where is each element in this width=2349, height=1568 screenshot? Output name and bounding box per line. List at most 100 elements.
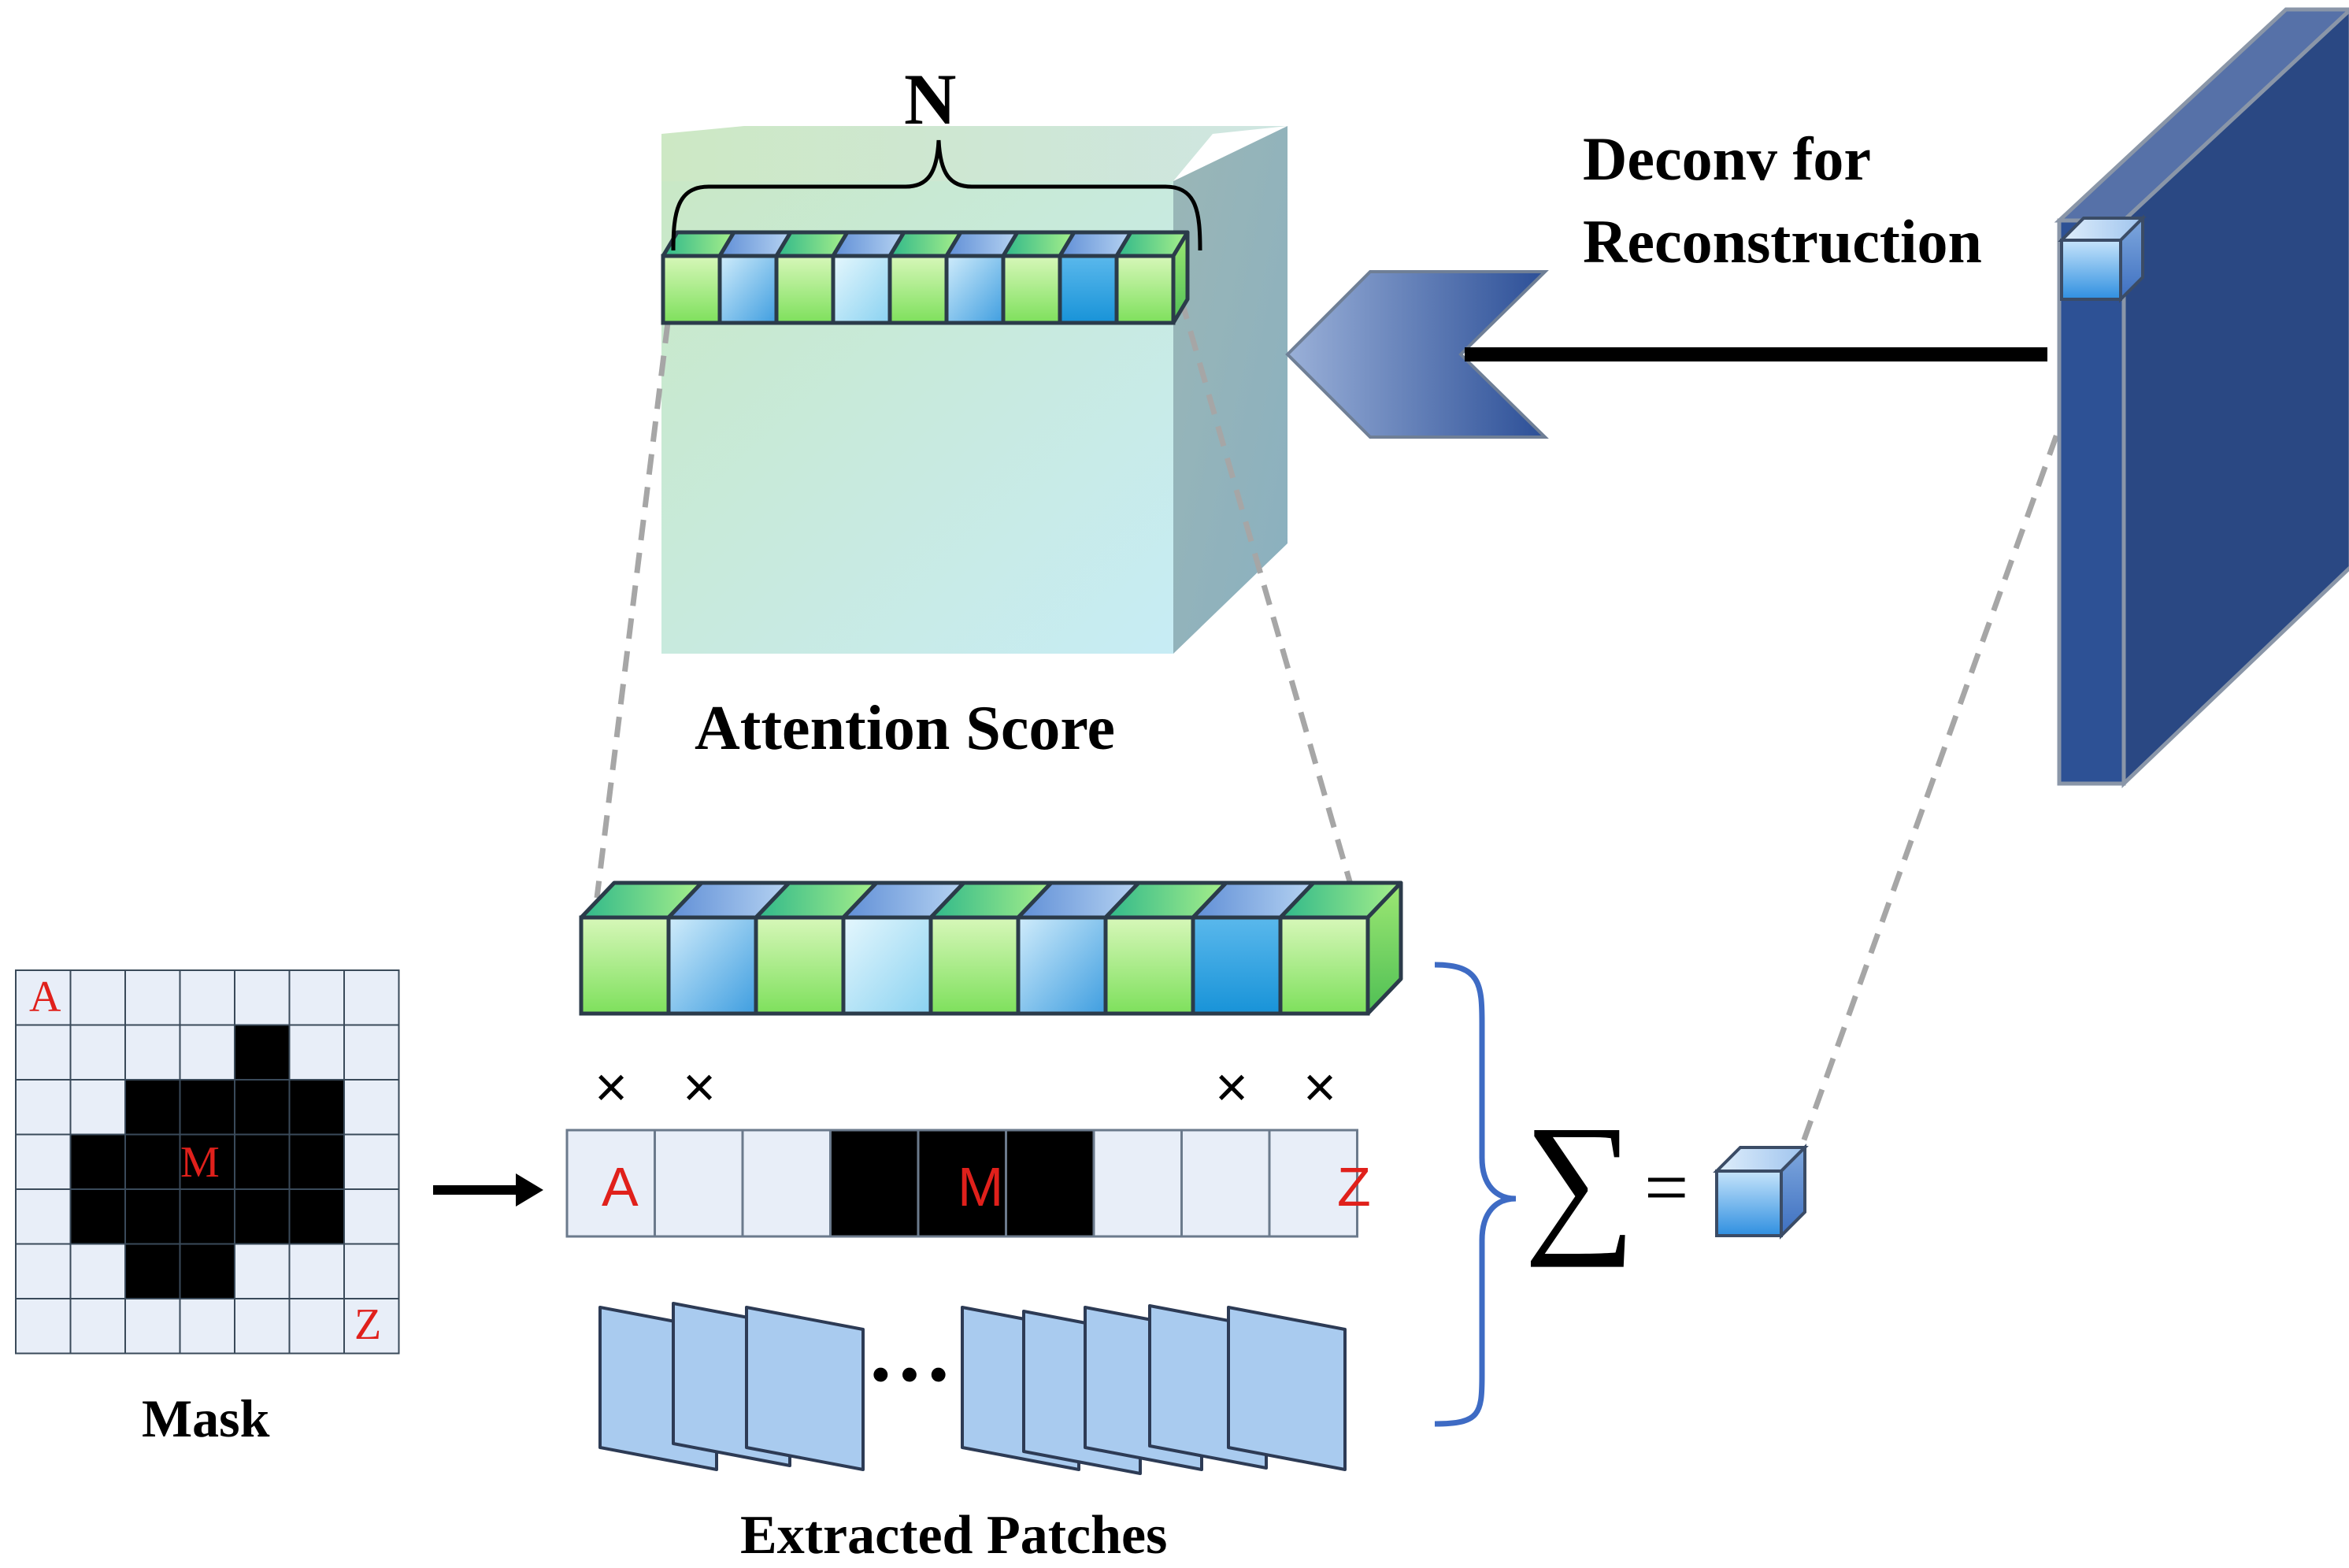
mask-cell — [124, 1024, 181, 1081]
mask-arrow-head — [516, 1173, 543, 1207]
mask-cell — [69, 1243, 126, 1299]
mask-cell — [234, 969, 291, 1026]
attention-voxel-cell — [774, 254, 835, 325]
multiply-sign-1: × — [595, 1056, 628, 1119]
score-voxel-cell — [1191, 915, 1283, 1016]
sequence-cell — [1005, 1129, 1095, 1238]
feature-voxel-front — [2060, 239, 2122, 301]
mask-cell — [179, 1188, 235, 1245]
mask-cell — [234, 1298, 291, 1355]
attention-voxel-cell — [1058, 254, 1119, 325]
mask-cell — [15, 1243, 72, 1299]
sequence-strip — [565, 1129, 1358, 1238]
sequence-cell-z: Z — [1337, 1156, 1371, 1218]
mask-cell — [288, 969, 345, 1026]
mask-cell — [343, 969, 400, 1026]
sequence-cell — [1092, 1129, 1183, 1238]
mask-cell — [69, 1298, 126, 1355]
dashed-line-left — [594, 322, 671, 899]
mask-cell — [343, 1079, 400, 1136]
sequence-cell — [565, 1129, 656, 1238]
mask-center-m: M — [180, 1138, 220, 1187]
mask-cell — [234, 1079, 291, 1136]
mask-cell — [288, 1133, 345, 1190]
attention-voxel-cell — [944, 254, 1006, 325]
sequence-cell-a: A — [602, 1156, 639, 1218]
mask-cell — [234, 1024, 291, 1081]
sum-symbol: ∑ — [1524, 1094, 1636, 1268]
multiply-sign-2: × — [683, 1056, 717, 1119]
mask-cell — [179, 969, 235, 1026]
mask-cell — [15, 1024, 72, 1081]
equals-sign: = — [1644, 1144, 1689, 1231]
mask-cell — [69, 1188, 126, 1245]
mask-cell — [288, 1079, 345, 1136]
patches-ellipsis: ··· — [866, 1326, 954, 1422]
feature-voxel — [2058, 214, 2147, 303]
multiply-sign-4: × — [1303, 1056, 1337, 1119]
mask-cell — [124, 1079, 181, 1136]
extracted-patch — [1227, 1306, 1347, 1471]
sequence-cell — [917, 1129, 1007, 1238]
mask-cell — [69, 1079, 126, 1136]
mask-cell — [343, 1188, 400, 1245]
mask-arrow-shaft — [433, 1185, 520, 1195]
mask-grid — [15, 969, 400, 1355]
mask-cell — [124, 1298, 181, 1355]
n-brace — [671, 139, 1202, 251]
attention-voxel-cell — [1001, 254, 1062, 325]
mask-label: Mask — [142, 1388, 270, 1448]
dashed-line-reconstruction — [1800, 310, 2104, 1144]
attention-voxel-cell — [831, 254, 892, 325]
score-voxel-cell — [841, 915, 933, 1016]
mask-cell — [179, 1024, 235, 1081]
result-voxel — [1713, 1144, 1809, 1240]
feature-map-side — [2121, 8, 2349, 788]
mask-cell — [343, 1133, 400, 1190]
extracted-patches-label: Extracted Patches — [740, 1505, 1168, 1566]
mask-cell — [69, 969, 126, 1026]
mask-cell — [69, 1133, 126, 1190]
deconv-label-line2: Reconstruction — [1583, 207, 1982, 276]
stack-brace — [1434, 962, 1517, 1427]
deconv-arrow-bar — [1465, 347, 2047, 361]
feature-map-front — [2057, 218, 2126, 786]
mask-cell — [15, 1133, 72, 1190]
dashed-line-right — [1178, 298, 1358, 899]
multiply-sign-3: × — [1215, 1056, 1249, 1119]
score-voxel-cell — [1103, 915, 1195, 1016]
mask-cell — [179, 1243, 235, 1299]
mask-cell — [179, 1298, 235, 1355]
attention-voxel-row — [661, 230, 1190, 325]
sequence-cell — [741, 1129, 832, 1238]
mask-cell — [343, 1243, 400, 1299]
deconv-label-line1: Deconv for — [1583, 124, 1872, 193]
mask-cell — [234, 1243, 291, 1299]
mask-corner-a: A — [29, 973, 61, 1021]
mask-cell — [15, 1079, 72, 1136]
attention-score-label: Attention Score — [695, 694, 1115, 763]
score-voxel-cell — [1278, 915, 1370, 1016]
score-voxel-cell — [928, 915, 1021, 1016]
mask-cell — [343, 1024, 400, 1081]
score-voxel-cell — [579, 915, 671, 1016]
mask-cell — [124, 969, 181, 1026]
sequence-cell — [829, 1129, 920, 1238]
mask-cell — [343, 1298, 400, 1355]
attention-cube-top — [661, 126, 1288, 181]
mask-cell — [15, 1188, 72, 1245]
mask-cell — [124, 1243, 181, 1299]
extracted-patch — [745, 1306, 865, 1471]
mask-cell — [234, 1188, 291, 1245]
sequence-cell-m: M — [958, 1156, 1004, 1218]
attention-voxel-cell — [1114, 254, 1176, 325]
dimension-n-label: N — [904, 59, 957, 139]
mask-cell — [124, 1133, 181, 1190]
mask-cell — [124, 1188, 181, 1245]
mask-cell — [15, 1298, 72, 1355]
sequence-cell — [1268, 1129, 1358, 1238]
mask-corner-z: Z — [354, 1300, 382, 1349]
mask-cell — [234, 1133, 291, 1190]
